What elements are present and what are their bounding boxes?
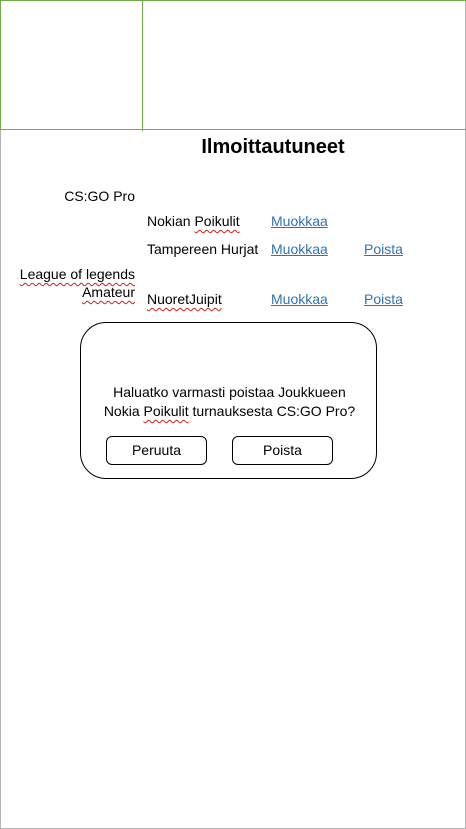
header xyxy=(0,0,466,131)
team-name: NuoretJuipit xyxy=(147,291,222,307)
cancel-button[interactable]: Peruuta xyxy=(106,436,207,465)
team-name: Tampereen Hurjat xyxy=(147,241,259,257)
dialog-message: Haluatko varmasti poistaa Joukkueen Noki… xyxy=(81,383,378,421)
edit-team-link[interactable]: Muokkaa xyxy=(271,241,328,257)
delete-confirm-dialog: Haluatko varmasti poistaa Joukkueen Noki… xyxy=(80,322,377,479)
edit-team-link[interactable]: Muokkaa xyxy=(271,291,328,307)
dialog-message-line1: Haluatko varmasti poistaa Joukkueen xyxy=(113,384,346,400)
banner-placeholder xyxy=(143,1,466,131)
tournament-name-line1: League of legends xyxy=(19,266,135,282)
page-title: Ilmoittautuneet xyxy=(201,136,345,158)
delete-team-link[interactable]: Poista xyxy=(364,241,403,257)
confirm-delete-button[interactable]: Poista xyxy=(232,436,333,465)
team-name: Nokian Poikulit xyxy=(147,213,240,229)
dialog-message-line2: Nokia Poikulit turnauksesta CS:GO Pro? xyxy=(103,403,356,419)
logo-placeholder xyxy=(1,1,143,131)
tournament-name: CS:GO Pro xyxy=(64,188,135,204)
delete-team-link[interactable]: Poista xyxy=(364,291,403,307)
tournament-name-line2: Amateur xyxy=(82,284,135,300)
edit-team-link[interactable]: Muokkaa xyxy=(271,213,328,229)
